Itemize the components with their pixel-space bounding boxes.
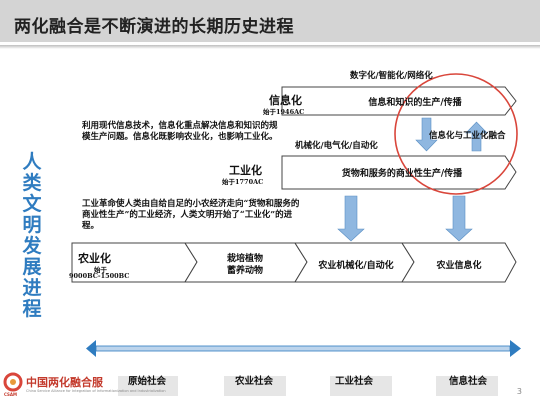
timeline-bar bbox=[95, 345, 511, 352]
industry-stage-desc: 工业革命使人类由自给自足的小农经济走向“货物和服务的 商业性生产”的工业经济，人… bbox=[82, 199, 299, 232]
page-number: 3 bbox=[516, 387, 522, 396]
era-label: 工业社会 bbox=[335, 376, 374, 387]
down-arrow-icon bbox=[415, 117, 438, 152]
agri-segment-line: 栽培植物 bbox=[226, 254, 263, 264]
agri-stage-range: 9000BC-1500BC bbox=[69, 272, 130, 280]
timeline-left-arrow-icon bbox=[86, 340, 96, 357]
down-arrow-icon bbox=[445, 195, 473, 242]
era-label: 原始社会 bbox=[128, 376, 167, 387]
agri-stage-label: 农业化 bbox=[78, 252, 111, 265]
vertical-title-char: 明 bbox=[22, 214, 42, 236]
info-stage-desc: 利用现代信息技术，信息化重点解决信息和知识的规 模生产问题。信息化既影响农业化，… bbox=[82, 121, 278, 143]
agri-segment-text: 农业信息化 bbox=[436, 261, 482, 271]
logo-abbr: CSAM bbox=[4, 392, 17, 397]
slide-header bbox=[0, 0, 540, 45]
vertical-title-char: 人 bbox=[22, 151, 42, 173]
vertical-title-char: 程 bbox=[22, 298, 42, 320]
era-plate bbox=[436, 376, 498, 396]
vertical-title-char: 展 bbox=[22, 256, 42, 278]
vertical-title-char: 进 bbox=[22, 277, 42, 299]
logo-name: 中国两化融合服 bbox=[26, 376, 103, 389]
agri-segment-3 bbox=[401, 242, 517, 283]
top-tagline: 数字化/智能化/网络化 bbox=[350, 71, 433, 81]
up-arrow-icon bbox=[465, 121, 488, 152]
desc-line: 利用现代信息技术，信息化重点解决信息和知识的规 bbox=[82, 121, 278, 131]
info-stage-since: 始于1946AC bbox=[263, 108, 305, 116]
logo-subtitle: China Service Alliance for Integration o… bbox=[26, 389, 166, 393]
industry-stage-box bbox=[281, 155, 517, 190]
vertical-title-char: 发 bbox=[22, 235, 42, 257]
middle-tagline: 机械化/电气化/自动化 bbox=[295, 141, 378, 151]
slide-title: 两化融合是不断演进的长期历史进程 bbox=[14, 17, 294, 37]
industry-stage-box-text: 货物和服务的商业性生产/传播 bbox=[341, 169, 463, 179]
down-arrow-icon bbox=[337, 195, 365, 242]
industry-stage-label: 工业化 bbox=[229, 164, 262, 177]
header-shadow bbox=[0, 45, 540, 49]
desc-line: 程。 bbox=[82, 221, 100, 231]
desc-line: 模生产问题。信息化既影响农业化，也影响工业化。 bbox=[82, 132, 278, 142]
vertical-title-char: 类 bbox=[22, 172, 42, 194]
agri-segment-line: 蓄养动物 bbox=[226, 266, 263, 276]
desc-line: 工业革命使人类由自给自足的小农经济走向“货物和服务的 bbox=[82, 199, 300, 209]
timeline-right-arrow-icon bbox=[510, 340, 521, 357]
era-label: 农业社会 bbox=[235, 376, 274, 387]
info-stage-label: 信息化 bbox=[269, 94, 302, 107]
info-stage-box-text: 信息和知识的生产/传播 bbox=[368, 98, 462, 108]
era-label: 信息社会 bbox=[449, 376, 488, 387]
convergence-label: 信息化与工业化融合 bbox=[429, 131, 506, 141]
agri-segment-text: 农业机械化/自动化 bbox=[318, 261, 394, 271]
vertical-title-char: 文 bbox=[22, 193, 42, 215]
era-plate bbox=[118, 376, 178, 396]
era-plate bbox=[330, 376, 392, 396]
agri-segment-text: 栽培植物 蓄养动物 bbox=[200, 253, 290, 277]
industry-stage-since: 始于1770AC bbox=[222, 178, 264, 186]
era-plate bbox=[224, 376, 286, 396]
desc-line: 商业性生产”的工业经济，人类文明开始了“工业化”的进 bbox=[82, 210, 293, 220]
highlight-circle bbox=[394, 73, 518, 195]
vertical-title: 人 类 文 明 发 展 进 程 bbox=[18, 152, 46, 320]
agri-stage-since: 始于 bbox=[94, 266, 107, 274]
logo-icon bbox=[3, 372, 23, 392]
